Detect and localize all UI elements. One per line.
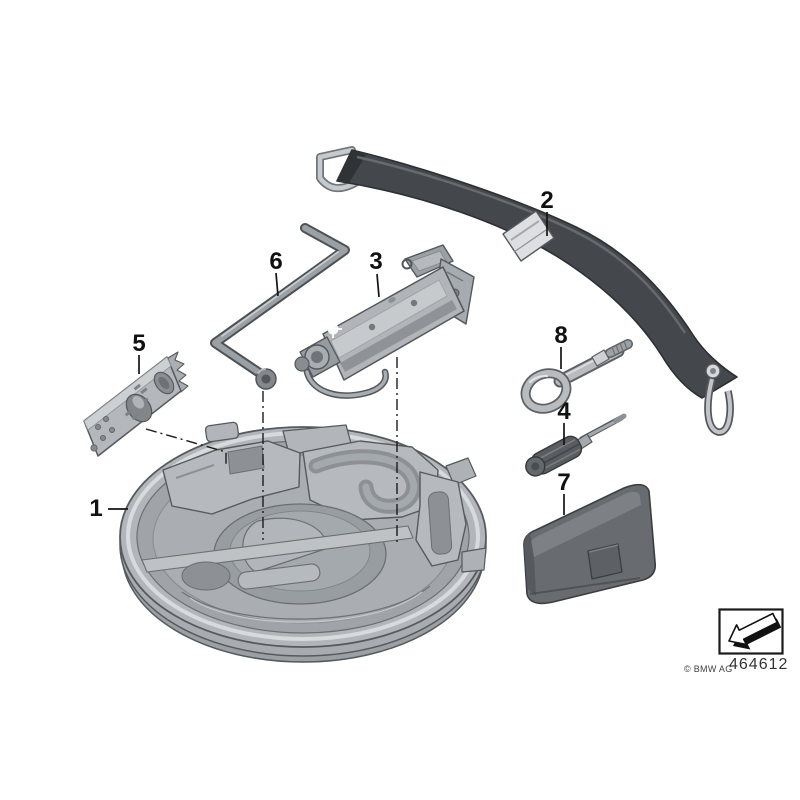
diagram-number: 464612 [729,656,789,673]
scissor-jack [294,244,475,399]
callout-label-8[interactable]: 8 [554,322,568,349]
screwdriver [525,413,627,477]
tray-rim-tab [204,421,240,443]
case-latch [587,543,623,580]
tray-rim-notch [445,457,477,486]
callout-label-5[interactable]: 5 [132,330,146,357]
jack-crank-handle [210,223,350,390]
screwdriver-tip [613,413,627,424]
case-top-face [529,491,641,557]
callout-label-7[interactable]: 7 [557,469,571,496]
bracket-holes [90,415,116,452]
tow-hook [520,339,633,414]
page-arrow-icon[interactable] [718,608,784,655]
towhook-collar [591,349,610,367]
assembly-reference-lines [145,357,398,543]
callout-label-6[interactable]: 6 [269,248,283,275]
callout-label-3[interactable]: 3 [369,248,383,275]
arrow-glyph [728,612,778,646]
reference-line-bracket [145,428,227,466]
callout-label-4[interactable]: 4 [557,398,571,425]
tray-bracket-compartment [162,440,301,515]
wheel-well-tool-tray [119,421,487,663]
case-left-edge [523,533,536,596]
callout-label-2[interactable]: 2 [540,187,554,214]
mounting-bracket [83,351,189,457]
case-body [523,483,657,605]
callout-label-1[interactable]: 1 [89,495,103,522]
copyright-text: © BMW AG [684,664,733,674]
tool-case [523,483,657,605]
bracket-flange [83,356,172,431]
tray-divider-wall [141,525,414,573]
bracket-perforations [124,383,149,421]
securing-strap [316,146,738,436]
callout-leader-lines [108,212,565,515]
tray-bracket-notch [227,445,265,475]
tray-rim-notch [461,547,487,573]
